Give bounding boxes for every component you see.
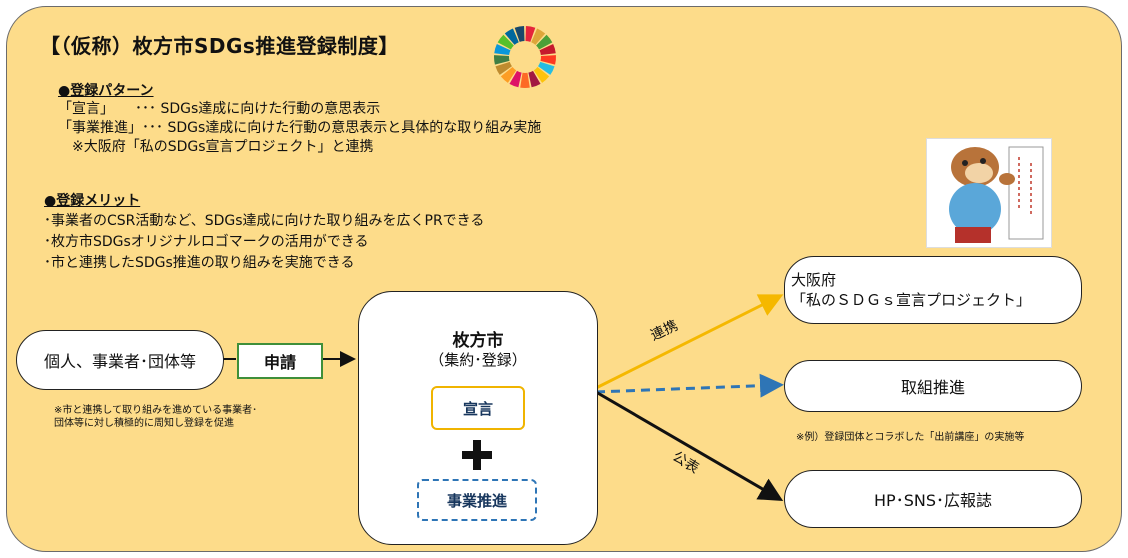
osaka-line-2: 「私のＳＤＧｓ宣言プロジェクト」 <box>791 291 1032 309</box>
merit-line-3: ･市と連携したSDGs推進の取り組みを実施できる <box>44 255 355 271</box>
plus-icon <box>460 438 494 472</box>
mascot-illustration <box>926 138 1052 248</box>
apply-label: 申請 <box>263 353 296 372</box>
torikumi-node: 取組推進 <box>784 360 1082 412</box>
sdgs-wheel-segment <box>520 72 530 88</box>
page-title: 【（仮称）枚方市SDGs推進登録制度】 <box>40 34 399 58</box>
arrow-to-osaka <box>595 294 784 390</box>
sdgs-wheel-segment <box>536 34 553 50</box>
sdgs-wheel-segment <box>533 67 550 83</box>
arrow-to-media <box>595 390 784 502</box>
media-label: HP･SNS･広報誌 <box>874 491 992 510</box>
pattern-heading: ●登録パターン <box>58 83 154 99</box>
jigyo-label: 事業推進 <box>446 491 507 510</box>
sdgs-wheel-segment <box>509 70 522 88</box>
pattern-line-2: 「事業推進」･･･ SDGs達成に向けた行動の意思表示と具体的な取り組み実施 <box>58 120 542 136</box>
sdgs-wheel-segment <box>528 70 541 88</box>
sengen-label: 宣言 <box>462 399 493 418</box>
pattern-line-3: ※大阪府「私のSDGs宣言プロジェクト」と連携 <box>58 139 374 155</box>
city-node: 枚方市 （集約･登録） 宣言 事業推進 <box>358 291 598 545</box>
sdgs-wheel-segment <box>525 26 536 42</box>
sdgs-wheel-segment <box>540 55 556 65</box>
sdgs-wheel-segment <box>531 28 546 45</box>
torikumi-label: 取組推進 <box>900 378 965 397</box>
osaka-line-1: 大阪府 <box>791 271 837 289</box>
sdgs-wheel-segment <box>497 34 514 50</box>
applicant-node: 個人、事業者･団体等 <box>16 330 224 390</box>
jigyo-box: 事業推進 <box>417 479 537 521</box>
applicant-label: 個人、事業者･団体等 <box>43 352 196 371</box>
media-node: HP･SNS･広報誌 <box>784 470 1082 528</box>
arrow-to-torikumi <box>595 373 784 398</box>
merit-line-1: ･事業者のCSR活動など、SDGs達成に向けた取り組みを広くPRできる <box>44 213 485 229</box>
sdgs-wheel-segment <box>504 28 519 45</box>
pattern-line-1: 「宣言」 ･･･ SDGs達成に向けた行動の意思表示 <box>58 101 381 117</box>
sdgs-wheel-segment <box>495 61 512 75</box>
sdgs-wheel-segment <box>494 44 511 56</box>
osaka-node: 大阪府 「私のＳＤＧｓ宣言プロジェクト」 <box>784 256 1082 324</box>
applicant-note: ※市と連携して取り組みを進めている事業者･団体等に対し積極的に周知し登録を促進 <box>54 405 258 429</box>
merit-line-2: ･枚方市SDGsオリジナルロゴマークの活用ができる <box>44 234 369 250</box>
sengen-box: 宣言 <box>431 386 525 430</box>
merit-heading: ●登録メリット <box>44 193 141 209</box>
apply-box: 申請 <box>237 343 323 379</box>
sdgs-wheel-segment <box>538 61 555 75</box>
sdgs-wheel-segment <box>500 67 517 83</box>
sdgs-wheel-icon <box>494 26 556 88</box>
city-title: 枚方市 <box>452 331 504 351</box>
sdgs-wheel-segment <box>494 55 510 65</box>
torikumi-note: ※例）登録団体とコラボした「出前講座」の実施等 <box>796 432 1025 443</box>
sdgs-wheel-segment <box>514 26 525 42</box>
sdgs-wheel-segment <box>539 44 556 56</box>
city-subtitle: （集約･登録） <box>429 351 527 369</box>
